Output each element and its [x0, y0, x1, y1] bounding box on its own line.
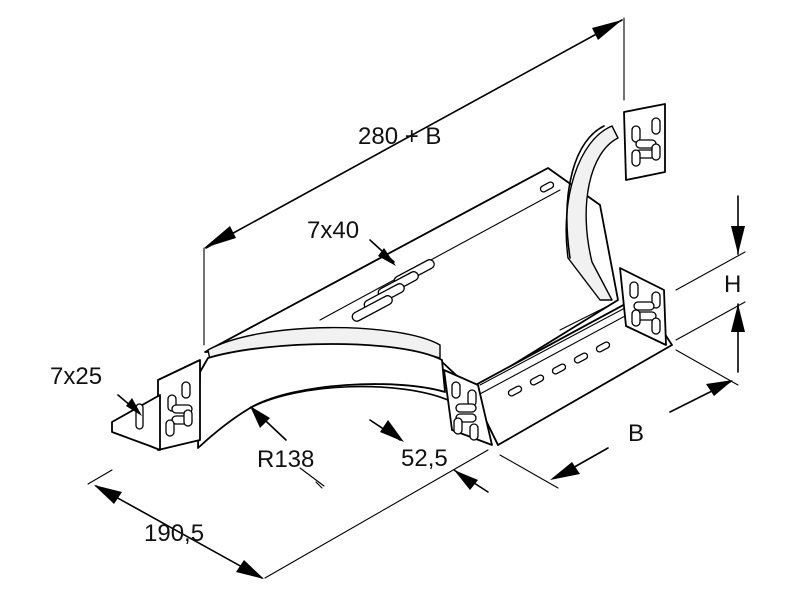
label-b: B: [628, 420, 644, 447]
tray-body: [111, 103, 673, 451]
label-190-5: 190,5: [144, 520, 204, 547]
extension-lines: [87, 17, 746, 579]
curved-side-wall-right: [565, 125, 619, 301]
dimension-r138: [250, 406, 323, 489]
floor-slots-7x40: [351, 259, 435, 322]
dimension-7x40-leader: [369, 239, 396, 266]
label-h: H: [724, 271, 741, 298]
label-7x25: 7x25: [50, 363, 102, 390]
dimension-h: [731, 195, 745, 373]
dimension-52-5: [369, 419, 489, 493]
label-280-plus-b: 280 + B: [358, 123, 441, 150]
side-wall-perforations: [507, 181, 611, 397]
label-52-5: 52,5: [401, 445, 448, 472]
dimension-280-plus-b: [204, 19, 623, 249]
dimension-7x25-leader: [117, 394, 142, 416]
dimension-labels: 280 + B 7x40 7x25 R138 52,5 B H 190,5: [50, 123, 741, 547]
label-r138: R138: [257, 446, 314, 473]
label-7x40: 7x40: [307, 217, 359, 244]
dimension-190-5: [94, 485, 264, 579]
end-plate-holes: [135, 117, 661, 441]
dimension-b: [550, 380, 733, 480]
curved-wall-face: [197, 343, 446, 449]
